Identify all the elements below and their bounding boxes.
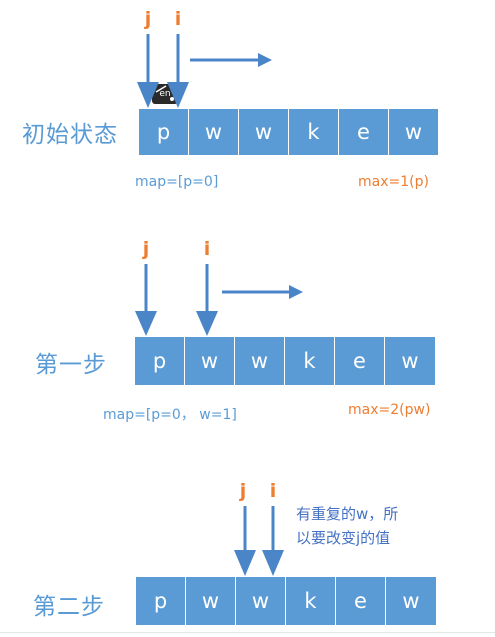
down-arrow-i <box>262 506 284 576</box>
step-label-second: 第二步 <box>33 594 105 620</box>
down-arrow-i <box>196 264 218 336</box>
right-arrow <box>222 285 303 299</box>
pointer-i-label: i <box>203 238 211 260</box>
array-cell: w <box>385 576 437 626</box>
array-cell: w <box>184 336 235 386</box>
pointer-j-label: j <box>144 8 152 30</box>
right-arrow <box>190 53 272 67</box>
down-arrow-i <box>167 34 189 108</box>
array-cell: e <box>334 336 385 386</box>
array-cell: w <box>238 108 289 156</box>
down-arrow-j <box>135 264 157 336</box>
array-cell: w <box>188 108 239 156</box>
note-line-2: 以要改变j的值 <box>296 529 391 547</box>
array-cell: w <box>384 336 436 386</box>
array-cell: w <box>388 108 439 156</box>
max-text-initial: max=1(p) <box>358 174 429 190</box>
max-text-first: max=2(pw) <box>348 402 431 418</box>
step-label-first: 第一步 <box>35 352 107 378</box>
down-arrow-j <box>137 34 159 108</box>
note-line-1: 有重复的w，所 <box>296 505 399 523</box>
pointer-j-label: j <box>239 480 247 502</box>
map-text-initial: map=[p=0] <box>135 174 219 190</box>
array-cell: k <box>285 576 336 626</box>
pointer-i-label: i <box>174 8 182 30</box>
bottom-divider <box>0 632 495 633</box>
array-cell: p <box>135 576 186 626</box>
map-text-first: map=[p=0， w=1] <box>103 407 237 423</box>
array-cell: p <box>138 108 189 156</box>
down-arrow-j <box>234 506 256 576</box>
array-cell: w <box>235 576 286 626</box>
step-label-initial: 初始状态 <box>22 122 118 148</box>
ime-pen-icon <box>155 85 174 101</box>
array-cell: e <box>338 108 389 156</box>
pointer-j-label: j <box>142 238 150 260</box>
array-cell: k <box>288 108 339 156</box>
pointer-i-label: i <box>269 480 277 502</box>
